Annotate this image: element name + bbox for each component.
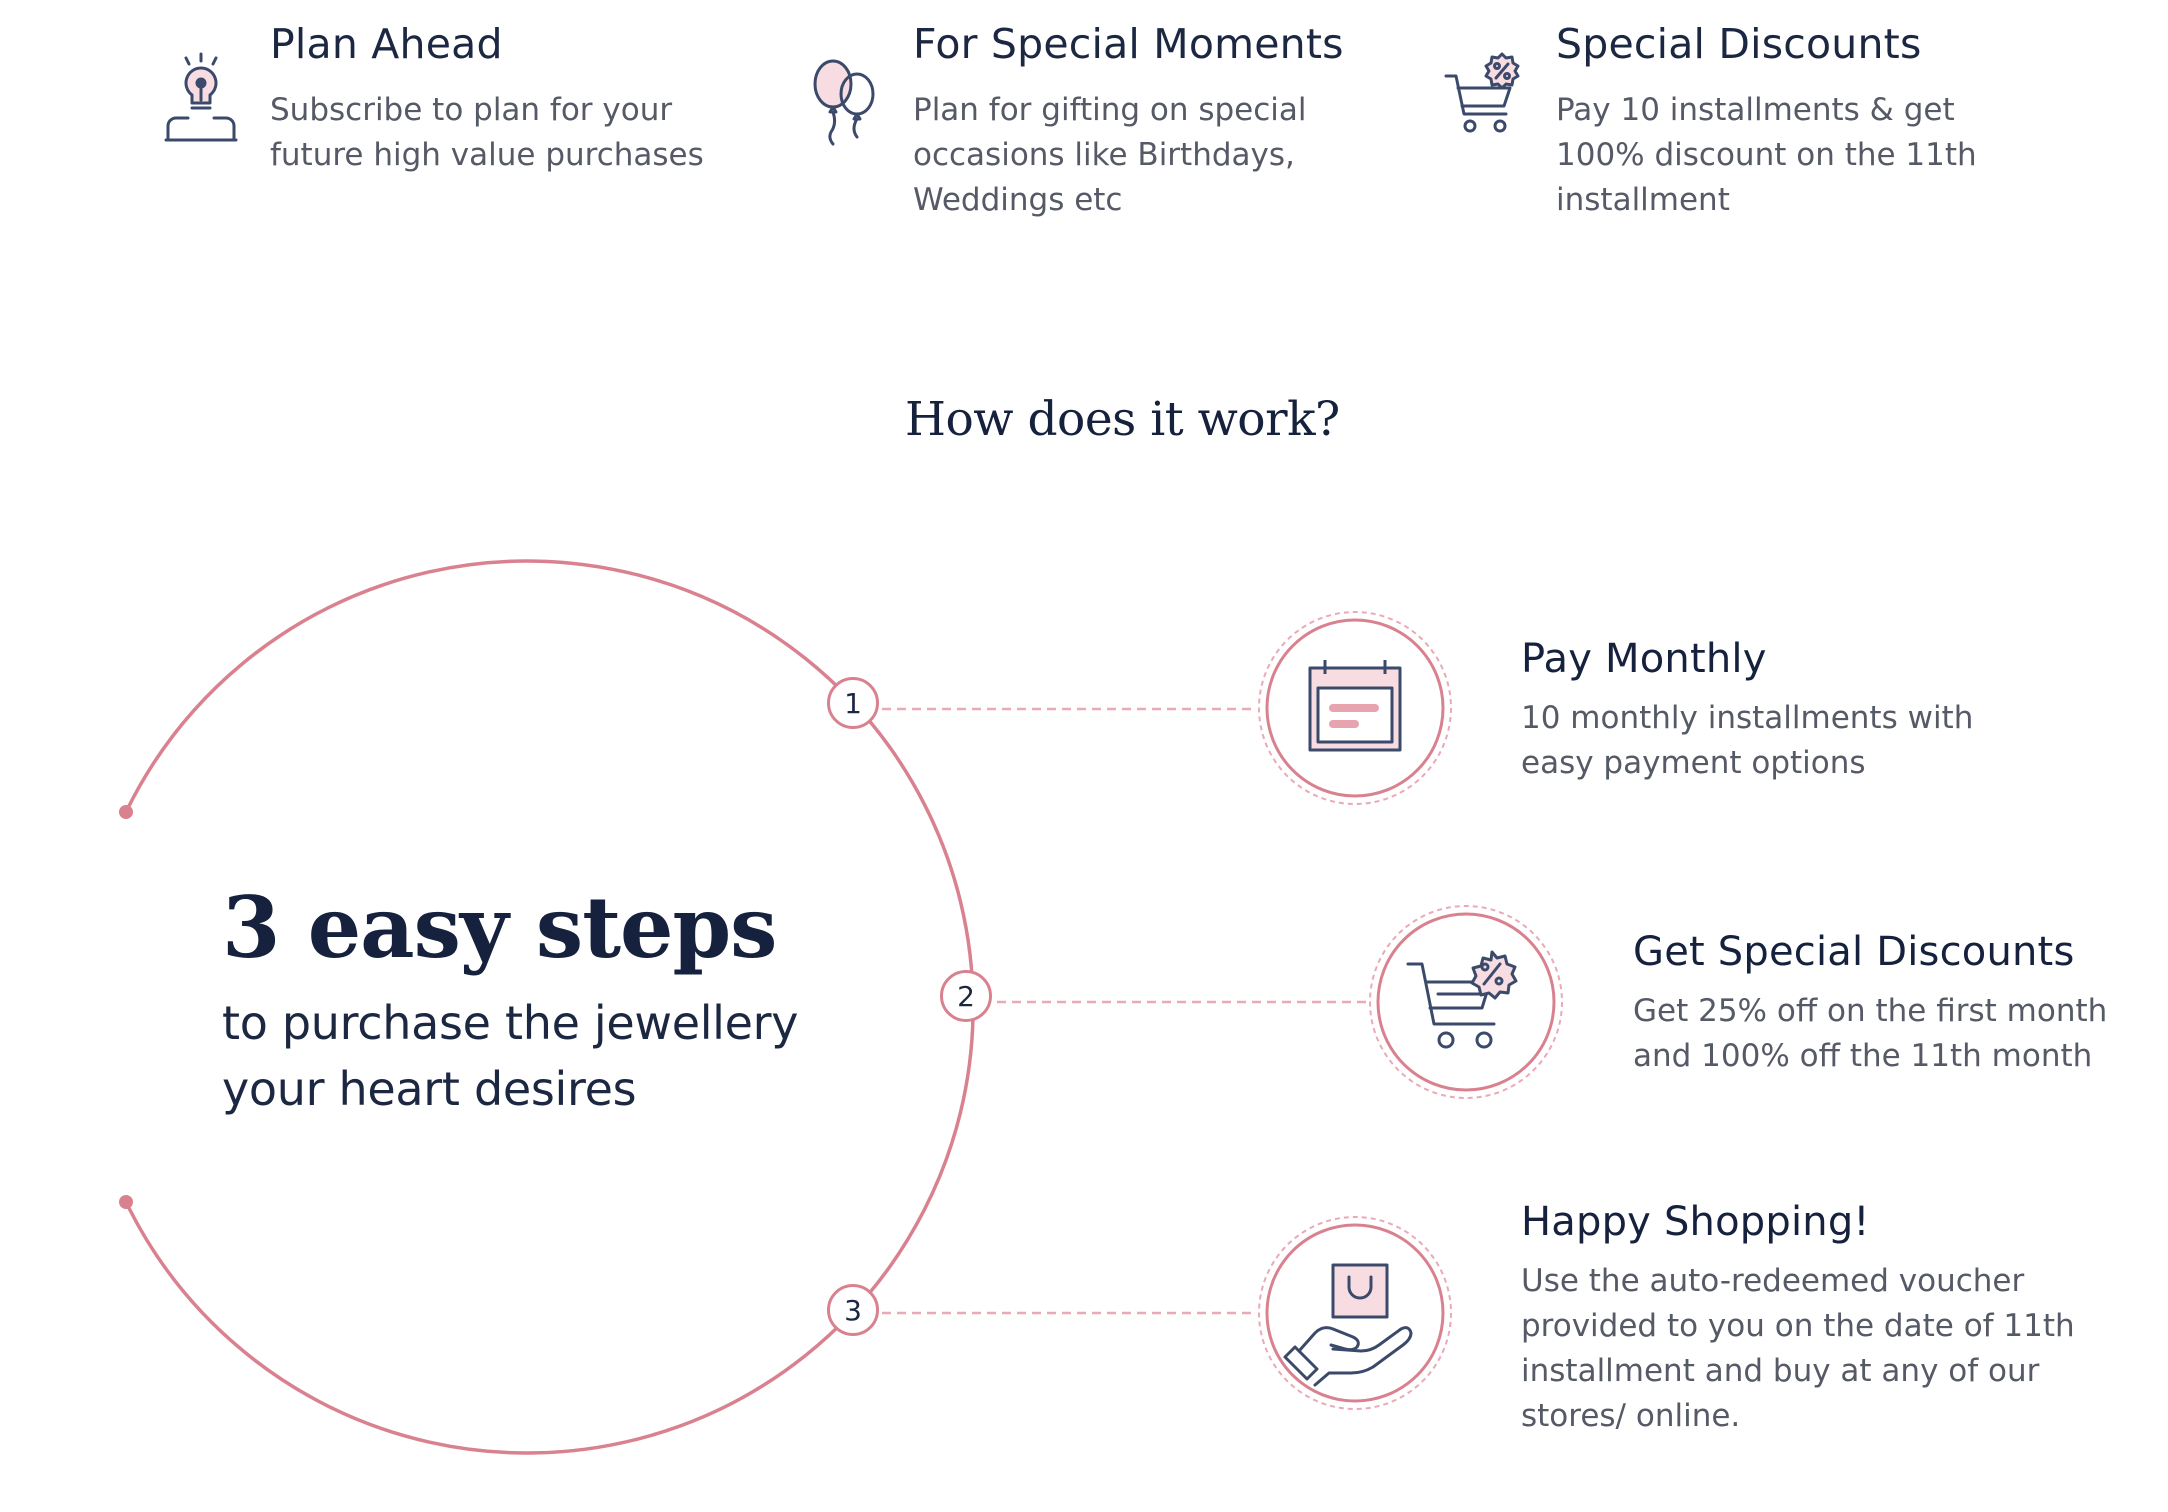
step-1: Pay Monthly 10 monthly installments with… bbox=[1521, 636, 1981, 786]
step-description: 10 monthly installments with easy paymen… bbox=[1521, 700, 1974, 781]
shopping-cart-discount-icon bbox=[1369, 905, 1563, 1099]
feature-description: Plan for gifting on special occasions li… bbox=[913, 92, 1307, 218]
feature-title: Special Discounts bbox=[1556, 20, 1922, 68]
step-description: Get 25% off on the first month and 100% … bbox=[1633, 993, 2108, 1074]
feature-title: For Special Moments bbox=[913, 20, 1344, 68]
feature-title: Plan Ahead bbox=[270, 20, 503, 68]
lightbulb-person-icon bbox=[164, 52, 238, 142]
step-title: Happy Shopping! bbox=[1521, 1199, 1870, 1245]
hero-subtitle: to purchase the jewellery your heart des… bbox=[222, 996, 799, 1116]
feature-description: Subscribe to plan for your future high v… bbox=[270, 92, 704, 173]
step-2: Get Special Discounts Get 25% off on the… bbox=[1633, 929, 2133, 1079]
calendar-icon bbox=[1258, 611, 1452, 805]
step-number-3: 3 bbox=[827, 1284, 879, 1336]
step-title: Pay Monthly bbox=[1521, 636, 1767, 682]
section-title: How does it work? bbox=[905, 392, 1340, 447]
hero-title: 3 easy steps bbox=[222, 878, 777, 977]
step-3: Happy Shopping! Use the auto-redeemed vo… bbox=[1521, 1199, 2081, 1439]
arc-end-dot-top bbox=[119, 805, 133, 819]
gift-bag-hand-icon bbox=[1258, 1216, 1452, 1410]
step-title: Get Special Discounts bbox=[1633, 929, 2075, 975]
discount-cart-icon bbox=[1444, 52, 1520, 133]
balloons-icon bbox=[813, 59, 875, 146]
step-number-2: 2 bbox=[940, 970, 992, 1022]
step-number-1: 1 bbox=[827, 677, 879, 729]
arc-end-dot-bottom bbox=[119, 1195, 133, 1209]
feature-description: Pay 10 installments & get 100% discount … bbox=[1556, 92, 1977, 218]
step-description: Use the auto-redeemed voucher provided t… bbox=[1521, 1263, 2075, 1434]
